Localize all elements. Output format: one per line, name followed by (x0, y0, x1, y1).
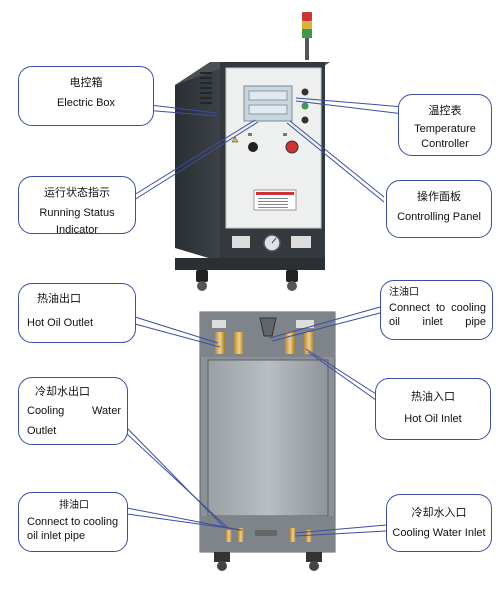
cabinet-left-side (175, 68, 222, 262)
indicator-lamp-3 (301, 116, 309, 124)
callout-cooling-oil-inlet-bottom: 排油口 Connect to cooling oil inlet pipe (18, 492, 128, 552)
signal-tower-pole (305, 24, 309, 60)
callout-cooling-oil-inlet-top: 注油口 Connect to cooling oil inlet pipe (380, 280, 493, 340)
rear-cover-panel (207, 359, 329, 517)
hot-oil-outlet-pipe (215, 332, 225, 354)
cooling-water-inlet-pipe (290, 528, 296, 542)
caster-wheel (197, 281, 207, 291)
signal-tower-yellow (302, 21, 312, 29)
signal-tower-red (302, 12, 312, 21)
front-machine (175, 12, 330, 291)
callout-zh: 运行状态指示 (44, 186, 110, 199)
callout-controlling-panel: 操作面板 Controlling Panel (386, 180, 492, 238)
drain-port-pipe (238, 528, 244, 542)
callout-en-line2: Outlet (27, 425, 57, 437)
cooling-water-outlet-pipe (226, 530, 232, 542)
callout-en: Electric Box (56, 97, 116, 109)
callout-temperature-controller: 温控表 Temperature Controller (398, 94, 492, 156)
callout-zh: 电控箱 (69, 76, 103, 89)
callout-zh: 冷却水出口 (35, 385, 90, 398)
oil-fill-port (259, 317, 277, 337)
callout-zh: 热油入口 (411, 390, 455, 403)
callout-zh: 温控表 (428, 104, 462, 117)
callout-cooling-water-inlet: 冷却水入口 Cooling Water Inlet (386, 494, 492, 552)
callout-en: Running Status (39, 207, 115, 219)
caster-wheel (287, 281, 297, 291)
callout-hot-oil-outlet: 热油出口 Hot Oil Outlet (18, 283, 136, 343)
callout-en-cut: Indicator (55, 224, 99, 234)
callout-electric-box: 电控箱 Electric Box (18, 66, 154, 126)
callout-en: Hot Oil Outlet (27, 317, 94, 329)
callout-running-status: 运行状态指示 Running Status Indicator (18, 176, 136, 234)
callout-zh: 操作面板 (417, 190, 461, 203)
hot-oil-inlet-pipe (285, 332, 295, 354)
callout-zh: 注油口 (389, 287, 419, 298)
warning-sticker (231, 136, 239, 143)
callout-en: Cooling Water Inlet (392, 527, 486, 539)
selector-switch (248, 142, 258, 152)
callout-zh: 热油出口 (37, 292, 81, 305)
indicator-lamp-2 (301, 102, 309, 110)
callout-en: Connect to cooling oil inlet pipe (27, 516, 119, 542)
cabinet-base (175, 258, 325, 270)
callout-en: Connect to cooling oil inlet pipe (389, 302, 486, 328)
caster-wheel (217, 561, 227, 571)
callout-zh: 排油口 (59, 500, 89, 511)
caster-wheel (309, 561, 319, 571)
callout-en: Hot Oil Inlet (404, 413, 462, 425)
signal-tower-green (302, 29, 312, 38)
indicator-lamp-1 (301, 88, 309, 96)
callout-cooling-water-outlet: 冷却水出口 Cooling Water Outlet (18, 377, 128, 445)
callout-en: Temperature Controller (414, 123, 476, 150)
callout-zh: 冷却水入口 (411, 506, 467, 519)
rear-machine (199, 311, 336, 571)
callout-en: Controlling Panel (397, 211, 481, 223)
callout-en-line1: Cooling Water (27, 405, 121, 417)
leader-lines (107, 97, 405, 537)
callout-hot-oil-inlet: 热油入口 Hot Oil Inlet (375, 378, 491, 440)
emergency-stop (285, 140, 299, 154)
